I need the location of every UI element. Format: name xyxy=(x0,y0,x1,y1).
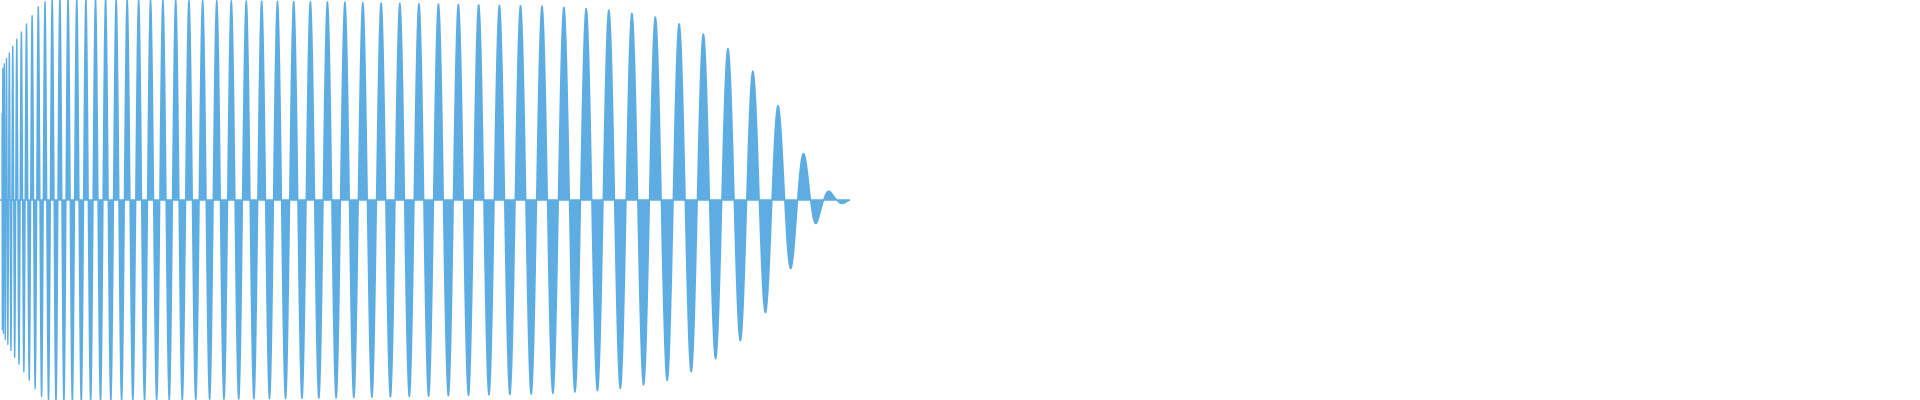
waveform-signal xyxy=(1,0,851,400)
